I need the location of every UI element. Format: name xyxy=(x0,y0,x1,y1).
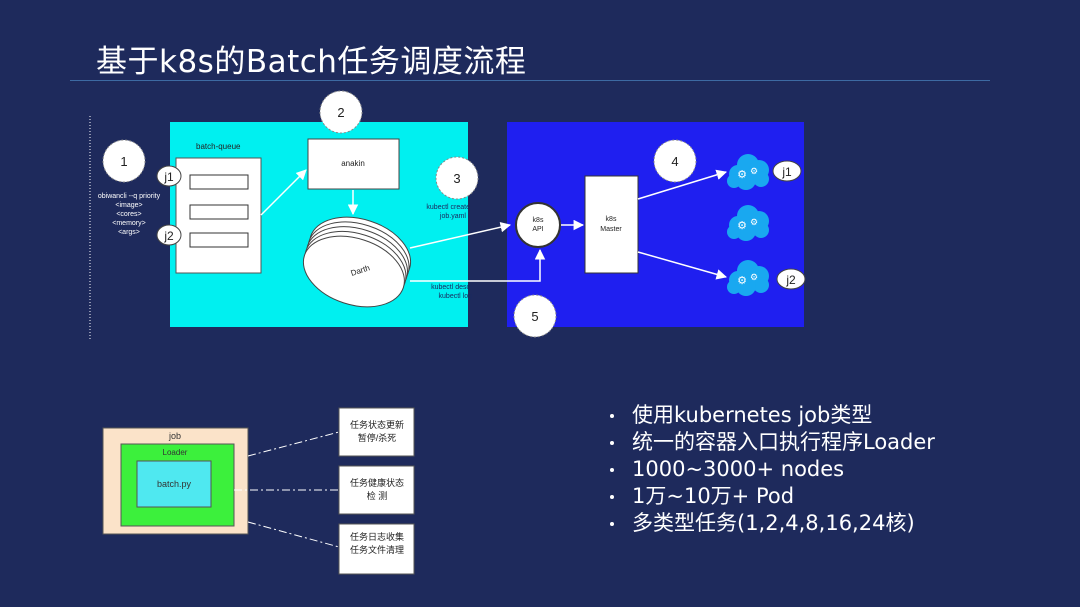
callout-line: 暂停/杀死 xyxy=(358,432,397,443)
cli-command-line: <cores> xyxy=(116,211,141,218)
callout-connector xyxy=(247,521,340,548)
callout-status-update xyxy=(338,407,415,457)
loader-label: Loader xyxy=(163,448,188,457)
kubectl-create-label: kubectl create xyxy=(426,204,470,211)
bullet-item: 使用kubernetes job类型 xyxy=(608,402,1068,429)
queue-slot xyxy=(189,204,249,220)
k8s-api-label: API xyxy=(532,226,543,233)
svg-text:⚙: ⚙ xyxy=(750,166,758,176)
queue-slot xyxy=(189,232,249,248)
job-tag-label: j2 xyxy=(163,229,174,243)
cli-command-line: <image> xyxy=(115,202,142,209)
callout-line: 任务健康状态 xyxy=(350,477,404,488)
kubectl-describe-label: kubectl log xyxy=(439,293,473,300)
k8s-api-label: k8s xyxy=(533,217,544,224)
darth-describe-arrow xyxy=(410,248,546,282)
batch-py-box xyxy=(136,460,212,508)
darth-create-arrow xyxy=(409,222,512,249)
kubectl-describe-label: kubectl desc xyxy=(431,284,470,291)
step-number-circle xyxy=(102,139,146,183)
step-number: 3 xyxy=(453,171,460,186)
step-number-circle xyxy=(435,156,479,200)
darth-stack xyxy=(302,216,412,308)
pod-cloud-icon: ⚙ ⚙ xyxy=(727,154,769,190)
pod-tag-j2 xyxy=(776,268,806,290)
callout-line: 任务文件清理 xyxy=(350,544,404,555)
step-number-circle xyxy=(513,294,557,338)
callout-line: 任务日志收集 xyxy=(350,531,404,542)
kubectl-create-label: job.yaml xyxy=(439,213,467,220)
pod-cloud-icon: ⚙ ⚙ xyxy=(727,205,769,241)
pod-tag-label: j2 xyxy=(785,273,796,287)
k8s-master-box xyxy=(584,175,639,274)
step-number: 1 xyxy=(120,154,127,169)
callout-line: 检 测 xyxy=(367,490,388,501)
cli-command-line: <memory> xyxy=(112,220,145,227)
step-number: 2 xyxy=(337,105,344,120)
pod-tag-label: j1 xyxy=(781,165,792,179)
batch-py-label: batch.py xyxy=(157,479,192,489)
job-label: job xyxy=(168,431,181,441)
callout-health-check xyxy=(338,465,415,515)
master-to-pod-j1-arrow xyxy=(637,169,728,200)
slide-title: 基于k8s的Batch任务调度流程 xyxy=(96,44,527,80)
step-number: 5 xyxy=(531,309,538,324)
callout-line: 任务状态更新 xyxy=(350,419,404,430)
svg-text:⚙: ⚙ xyxy=(750,217,758,227)
queue-slot xyxy=(189,174,249,190)
cli-command-line: <args> xyxy=(118,229,140,236)
pod-tag-j1 xyxy=(772,160,802,182)
k8s-master-label: k8s xyxy=(606,216,617,223)
step-number-circle xyxy=(653,139,697,183)
title-divider xyxy=(70,80,990,81)
svg-text:⚙: ⚙ xyxy=(737,275,747,287)
job-tag-j1 xyxy=(156,165,182,187)
step-number-circle xyxy=(319,90,363,134)
anakin-box xyxy=(307,138,400,190)
queue-to-anakin-arrow xyxy=(260,169,307,216)
svg-text:⚙: ⚙ xyxy=(750,272,758,282)
callout-connector xyxy=(247,431,340,457)
bullet-item: 1000~3000+ nodes xyxy=(608,456,1068,483)
k8s-master-label: Master xyxy=(600,226,622,233)
svg-text:⚙: ⚙ xyxy=(737,220,747,232)
anakin-label: anakin xyxy=(341,159,365,168)
bullet-item: 1万~10万+ Pod xyxy=(608,483,1068,510)
bullet-item: 多类型任务(1,2,4,8,16,24核) xyxy=(608,510,1068,537)
bullet-item: 统一的容器入口执行程序Loader xyxy=(608,429,1068,456)
k8s-api-node xyxy=(515,202,561,248)
job-tag-j2 xyxy=(156,224,182,246)
svg-text:⚙: ⚙ xyxy=(737,169,747,181)
callout-log-collection xyxy=(338,523,415,575)
feature-bullet-list: 使用kubernetes job类型 统一的容器入口执行程序Loader 100… xyxy=(608,402,1068,537)
master-to-pod-j2-arrow xyxy=(637,251,728,280)
queue-label: batch-queue xyxy=(196,142,241,151)
step-number: 4 xyxy=(671,154,678,169)
cli-command-line: obiwancli --q priority xyxy=(98,193,161,200)
job-tag-label: j1 xyxy=(163,170,174,184)
pod-cloud-icon: ⚙ ⚙ xyxy=(727,260,769,296)
